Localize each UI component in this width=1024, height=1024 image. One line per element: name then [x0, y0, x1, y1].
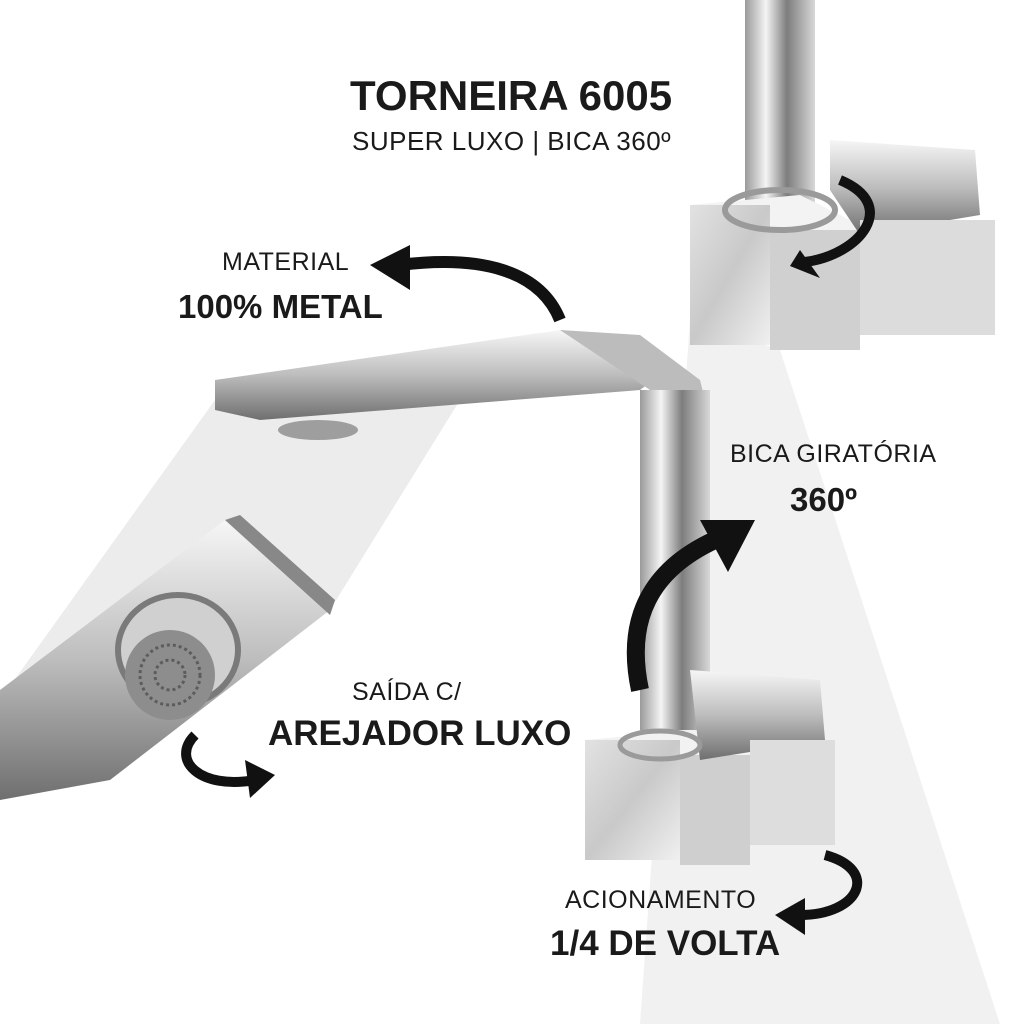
arrow-handle-icon: [799, 850, 863, 920]
product-subtitle: SUPER LUXO | BICA 360º: [352, 126, 672, 156]
rotate-arrow-icon: [804, 175, 875, 267]
aerator-detail: [0, 515, 335, 800]
aerator-label: SAÍDA C/: [352, 678, 462, 706]
arrow-material-icon: [399, 256, 566, 323]
handle-label: ACIONAMENTO: [565, 886, 757, 914]
product-title: TORNEIRA 6005: [350, 72, 673, 119]
aerator-value: AREJADOR LUXO: [268, 714, 572, 753]
material-label: MATERIAL: [222, 248, 350, 276]
material-value: 100% METAL: [178, 288, 383, 325]
spout-value: 360º: [790, 481, 858, 518]
handle-value: 1/4 DE VOLTA: [550, 924, 781, 963]
spout-label: BICA GIRATÓRIA: [730, 440, 937, 468]
swivel-detail: [690, 0, 995, 350]
arrow-aerator-icon: [181, 731, 256, 787]
arrow-spout-icon: [626, 531, 719, 692]
faucet: [215, 330, 835, 865]
